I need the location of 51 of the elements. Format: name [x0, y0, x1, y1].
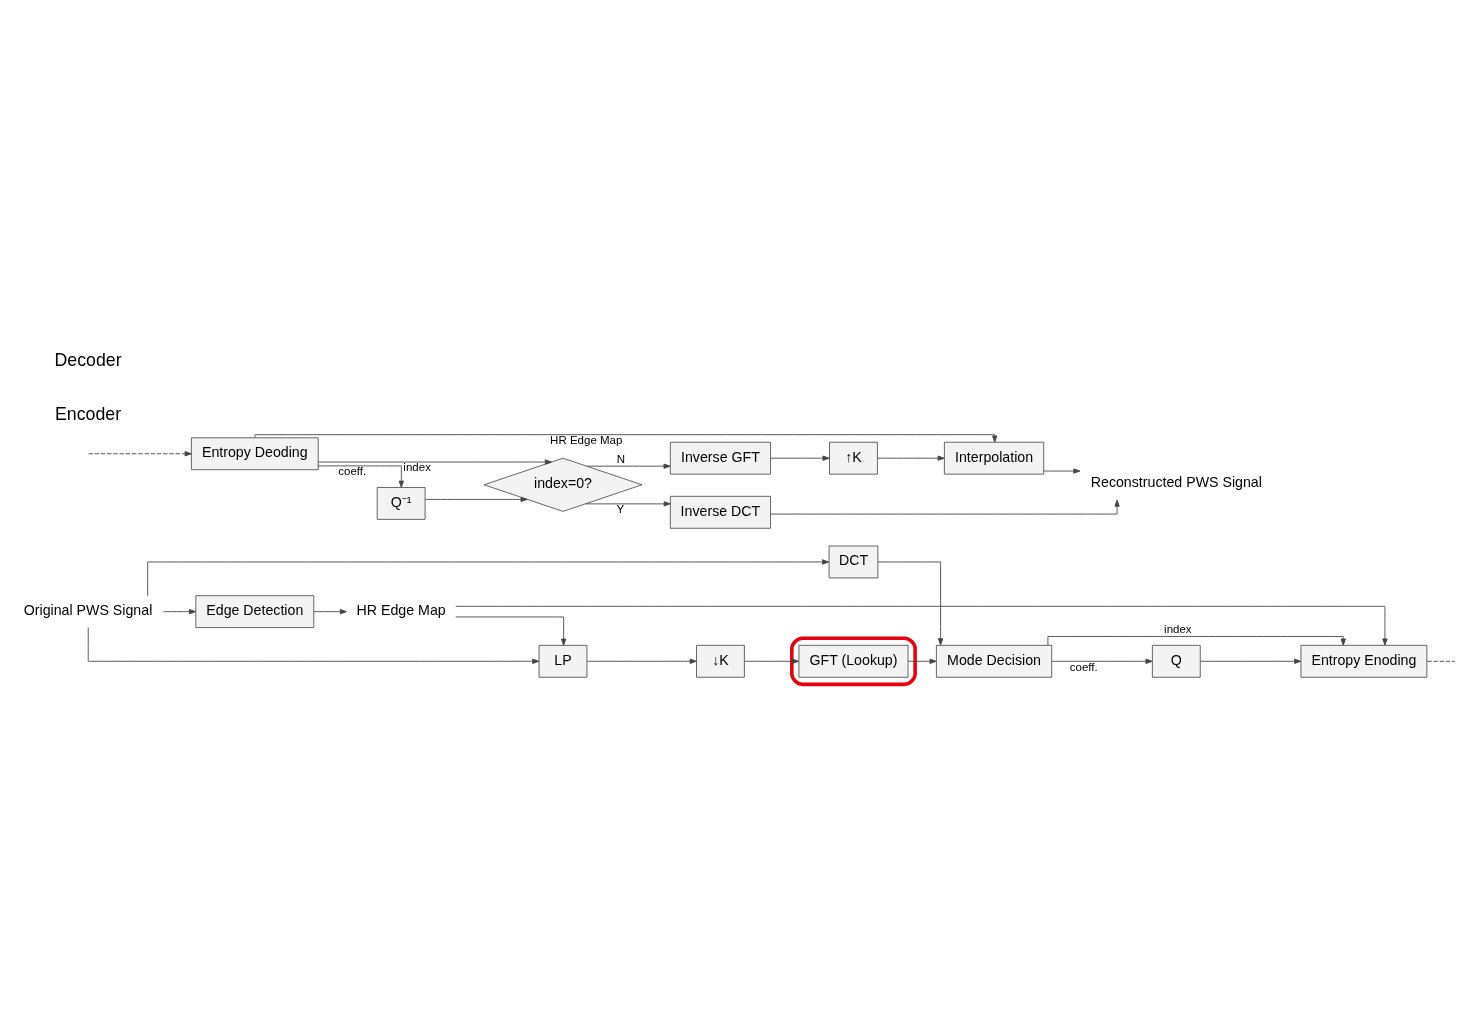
node-box: Inverse GFT [669, 441, 771, 475]
arrow [770, 455, 830, 461]
node-box: LP [538, 644, 588, 678]
arrow [744, 658, 800, 664]
arrow [317, 464, 404, 488]
arrow [877, 455, 945, 461]
arrow [424, 496, 528, 502]
edge-label: coeff. [1069, 660, 1098, 673]
arrow [877, 561, 944, 645]
arrow [313, 608, 347, 614]
label: Encoder [55, 403, 122, 424]
node-box: ↑K [829, 441, 878, 475]
node-text: Reconstructed PWS Signal [1090, 473, 1262, 490]
edge-label: coeff. [338, 464, 367, 477]
node-text: HR Edge Map [356, 601, 446, 618]
node-box: Entropy Enoding [1300, 644, 1428, 678]
arrow [317, 458, 552, 465]
node-box: Entropy Deoding [190, 436, 319, 470]
arrow [1051, 658, 1153, 664]
arrow [254, 433, 998, 443]
arrow [770, 499, 1120, 514]
node-box: Q [1151, 644, 1201, 678]
arrow [586, 463, 671, 469]
node-box: GFT (Lookup) [798, 644, 909, 678]
arrow [162, 608, 197, 614]
arrow [147, 558, 830, 596]
node-box: Edge Detection [195, 594, 315, 628]
edge-label: index [403, 460, 431, 473]
node-box: Mode Decision [935, 644, 1053, 678]
edge-label: index [1164, 622, 1192, 635]
node-box: ↓K [696, 644, 745, 678]
arrow [907, 658, 937, 664]
node-box: DCT [828, 545, 879, 578]
arrow [1043, 467, 1081, 474]
arrow [585, 500, 671, 506]
arrow [455, 616, 567, 646]
arrow [1047, 635, 1346, 646]
node-box: Q⁻¹ [376, 486, 426, 520]
arrow [87, 626, 540, 664]
node-text: Original PWS Signal [23, 601, 153, 618]
edge-label: HR Edge Map [550, 433, 623, 446]
edge-label: N [616, 452, 626, 465]
connector [1426, 660, 1456, 662]
label: Decoder [54, 349, 122, 370]
arrow [455, 605, 1388, 646]
arrow [1200, 658, 1302, 664]
node-box: Interpolation [943, 441, 1045, 475]
arrow [88, 450, 192, 456]
node-box: Inverse DCT [669, 495, 771, 529]
edge-label: Y [616, 502, 625, 515]
arrow [586, 658, 697, 664]
